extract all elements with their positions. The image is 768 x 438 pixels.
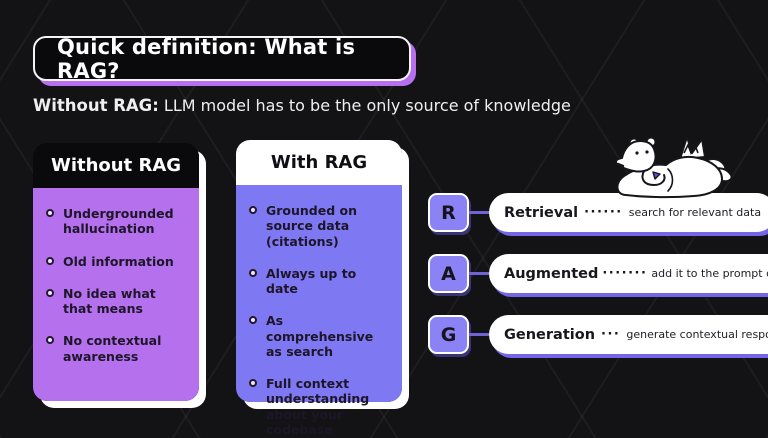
rag-legend: R Retrieval ······ search for relevant d…	[428, 193, 768, 354]
list-item: As comprehensive as search	[249, 313, 391, 359]
rag-row-retrieval: R Retrieval ······ search for relevant d…	[428, 193, 768, 232]
dots-separator: ······	[584, 205, 623, 220]
connector-line	[469, 211, 489, 214]
list-item: No idea what that means	[46, 286, 188, 317]
bullet-text: Undergrounded hallucination	[63, 206, 174, 237]
term-description: search for relevant data	[628, 206, 762, 219]
rag-row-generation: G Generation ··· generate contextual res…	[428, 315, 768, 354]
term-description: generate contextual response	[626, 328, 768, 341]
dots-separator: ···	[601, 327, 621, 342]
subtitle-bold: Without RAG:	[33, 96, 159, 115]
connector-line	[469, 333, 489, 336]
bullet-text: As comprehensive as search	[266, 313, 374, 359]
retrieval-pill: Retrieval ······ search for relevant dat…	[489, 193, 768, 232]
connector-line	[469, 272, 489, 275]
card-with-rag-body: Grounded on source data (citations) Alwa…	[236, 185, 402, 437]
bullet-text: Always up to date	[266, 265, 357, 296]
list-item: No contextual awareness	[46, 333, 188, 364]
bullet-icon	[46, 256, 54, 265]
lounging-bear-icon	[614, 136, 733, 199]
subtitle: Without RAG: LLM model has to be the onl…	[33, 96, 571, 115]
letter-box-a: A	[428, 254, 469, 293]
list-item: Full context understanding about your co…	[249, 376, 391, 437]
bullet-text: No contextual awareness	[63, 333, 162, 364]
bullet-icon	[249, 206, 257, 214]
bullet-text: No idea what that means	[63, 285, 156, 316]
term-label: Retrieval	[504, 204, 579, 221]
subtitle-rest: LLM model has to be the only source of k…	[158, 96, 571, 115]
bullet-icon	[46, 336, 54, 345]
list-item: Undergrounded hallucination	[46, 206, 188, 237]
list-item: Old information	[46, 254, 188, 269]
list-item: Grounded on source data (citations)	[249, 203, 391, 249]
page-title: Quick definition: What is RAG?	[57, 34, 356, 83]
dots-separator: ·······	[602, 266, 648, 281]
term-label: Augmented	[504, 265, 599, 282]
card-without-rag-body: Undergrounded hallucination Old informat…	[33, 188, 199, 401]
bullet-icon	[249, 379, 257, 387]
augmented-pill: Augmented ······· add it to the prompt c…	[489, 254, 768, 293]
bullet-icon	[46, 288, 54, 297]
bullet-icon	[46, 209, 54, 217]
card-with-rag: With RAG Grounded on source data (citati…	[236, 140, 402, 437]
letter-box-r: R	[428, 193, 469, 232]
rag-row-augmented: A Augmented ······· add it to the prompt…	[428, 254, 768, 293]
term-description: add it to the prompt context	[651, 267, 768, 280]
card-without-rag-header: Without RAG	[33, 143, 199, 188]
card-with-rag-header: With RAG	[236, 140, 402, 185]
bullet-icon	[249, 268, 257, 277]
title-chip: Quick definition: What is RAG?	[33, 34, 411, 83]
list-item: Always up to date	[249, 266, 391, 297]
bullet-text: Old information	[63, 253, 174, 269]
letter-box-g: G	[428, 315, 469, 354]
bullet-icon	[249, 316, 257, 325]
card-without-rag: Without RAG Undergrounded hallucination …	[33, 143, 199, 401]
bullet-text: Full context understanding about your co…	[266, 376, 370, 437]
generation-pill: Generation ··· generate contextual respo…	[489, 315, 768, 354]
bullet-text: Grounded on source data (citations)	[266, 203, 358, 249]
term-label: Generation	[504, 326, 596, 343]
